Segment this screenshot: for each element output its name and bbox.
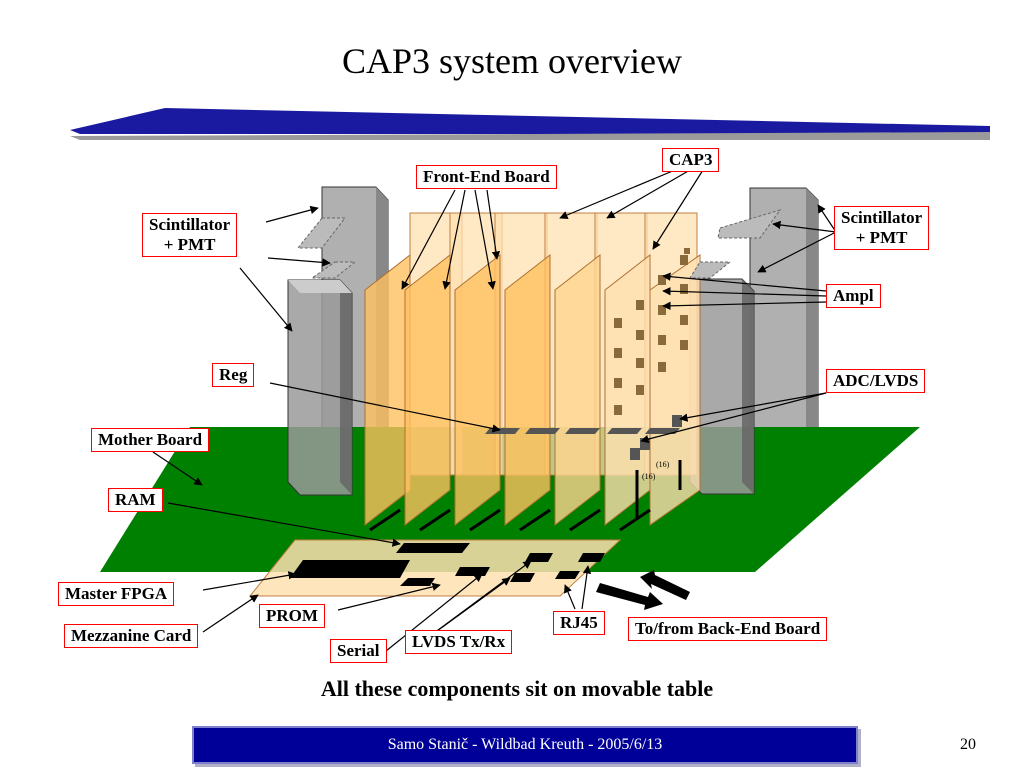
scintillator-tiles <box>296 209 782 279</box>
leader-lines <box>152 169 837 652</box>
scintillator-label-line1: Scintillator <box>149 215 231 234</box>
front-end-board-label: Front-End Board <box>416 165 557 189</box>
footer-bar: Samo Stanič - Wildbad Kreuth - 2005/6/13 <box>192 726 858 764</box>
scintillator-pmt-label-right: Scintillator + PMT <box>834 206 930 250</box>
ampl-label: Ampl <box>826 284 881 308</box>
prom-label: PROM <box>259 604 325 628</box>
mezzanine-card <box>248 539 622 597</box>
scintillator-pmt-label-left: Scintillator + PMT <box>142 213 238 257</box>
serial-label: Serial <box>330 639 387 663</box>
adc-chips <box>630 415 682 460</box>
rj45-label: RJ45 <box>553 611 605 635</box>
back-end-arrows <box>596 570 690 610</box>
mezzanine-card-label: Mezzanine Card <box>64 624 199 648</box>
scintillator-label-line2: + PMT <box>855 228 908 247</box>
adc-lvds-label: ADC/LVDS <box>826 369 926 393</box>
footer-text: Samo Stanič - Wildbad Kreuth - 2005/6/13 <box>387 736 663 753</box>
page-number: 20 <box>960 736 976 753</box>
bus-width-label-b: (16) <box>642 472 656 481</box>
mother-board-label: Mother Board <box>91 428 210 452</box>
slide-caption: All these components sit on movable tabl… <box>320 676 714 701</box>
master-fpga-label: Master FPGA <box>58 582 175 606</box>
title-underline <box>70 108 990 140</box>
lvds-txrx-label: LVDS Tx/Rx <box>405 630 513 654</box>
reg-chips <box>485 428 680 434</box>
cap3-label: CAP3 <box>662 148 720 172</box>
reg-label: Reg <box>212 363 255 387</box>
scintillator-label-line1: Scintillator <box>841 208 923 227</box>
slide-title: CAP3 system overview <box>342 41 682 81</box>
bus-lines <box>369 460 682 532</box>
cap3-chips <box>614 248 690 415</box>
ram-label: RAM <box>108 488 163 512</box>
back-end-board-label: To/from Back-End Board <box>628 617 828 641</box>
scintillator-label-line2: + PMT <box>163 235 216 254</box>
bus-width-label-a: (16) <box>656 460 670 469</box>
scintillator-block-left-front <box>287 279 353 496</box>
